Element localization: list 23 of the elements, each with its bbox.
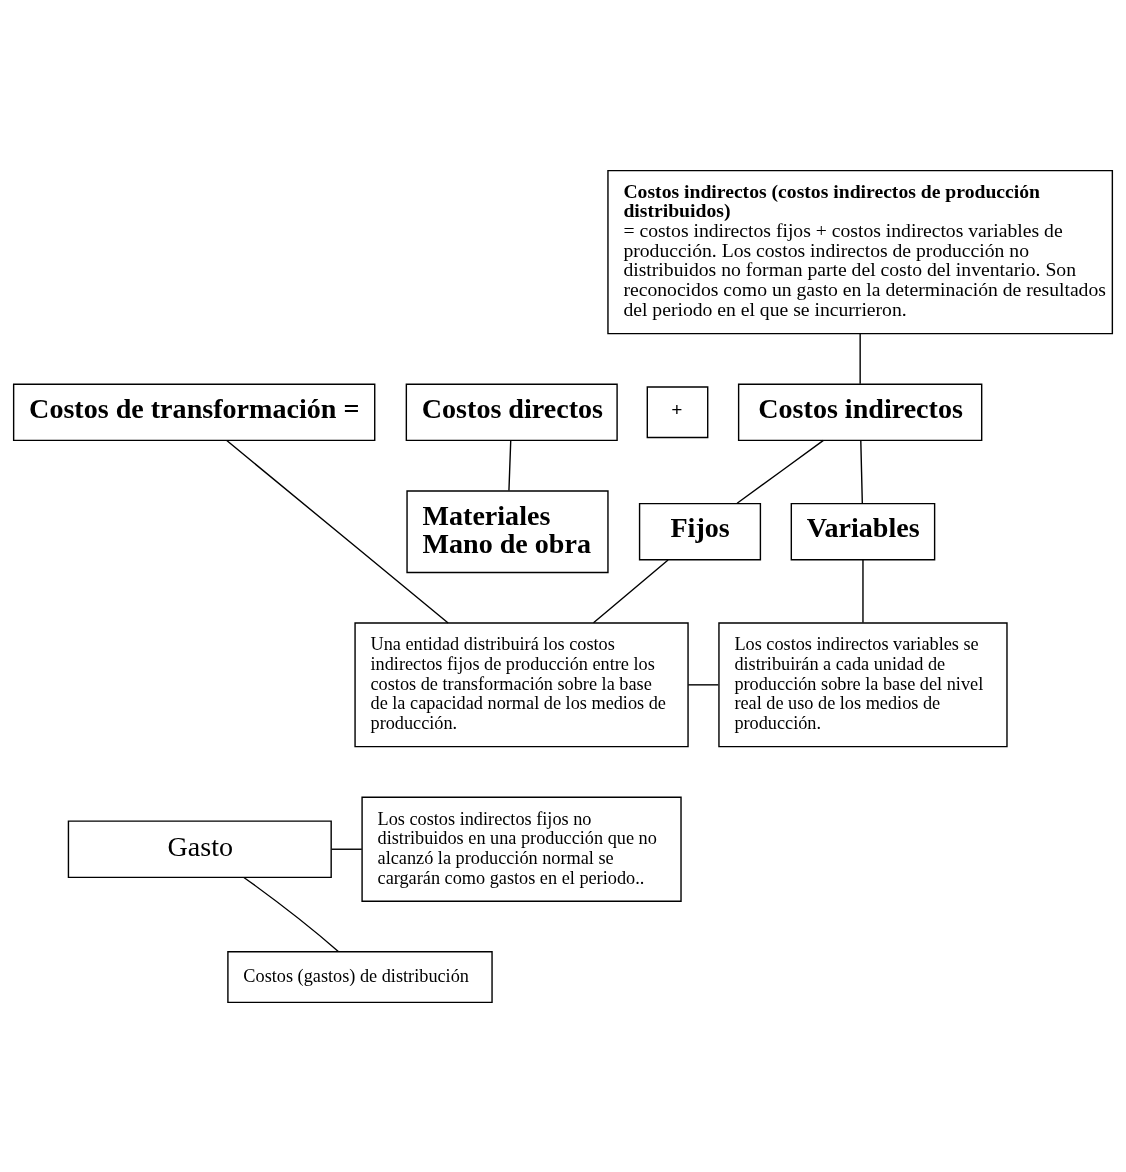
node-box: + xyxy=(646,385,709,438)
node-box: Gasto xyxy=(67,819,332,878)
node-box: Materiales Mano de obra xyxy=(406,489,609,573)
node-box: Costos indirectos xyxy=(737,382,983,441)
connector xyxy=(226,439,449,624)
connector xyxy=(859,332,861,385)
node-box: Fijos xyxy=(638,502,762,560)
node-box: Costos (gastos) de distribución xyxy=(227,950,493,1003)
node-box: Los costos indirectos variables se distribuirán a cada unidad de producción sobre la base del nivel real de uso de los medios de producción. xyxy=(718,621,1008,747)
connector xyxy=(862,558,864,623)
connector xyxy=(592,558,669,624)
connector xyxy=(243,876,339,952)
connector xyxy=(860,439,864,504)
node-box: Una entidad distribuirá los costos indirectos fijos de producción entre los costos de transformación sobre la base de la capacidad normal de los medios de producción. xyxy=(354,621,689,747)
node-box: Variables xyxy=(790,502,936,560)
node-box: Costos directos xyxy=(405,382,618,441)
connector xyxy=(687,683,719,686)
node-box: Costos de transformación = xyxy=(12,382,376,441)
connector xyxy=(508,439,512,491)
node-box: Los costos indirectos fijos no distribuidos en una producción que no alcanzó la producción normal se cargarán como gastos en el periodo.. xyxy=(361,796,682,902)
node-box: Costos indirectos (costos indirectos de producción distribuidos) = costos indirectos fijos + costos indirectos variables de producción. Los costos indirectos de producción no distribuidos no forman parte del costo del inventario. Son reconocidos como un gasto en la determinación de resultados del periodo en el que se incurrieron. xyxy=(607,169,1114,334)
connector xyxy=(331,848,363,850)
connector xyxy=(736,439,825,504)
